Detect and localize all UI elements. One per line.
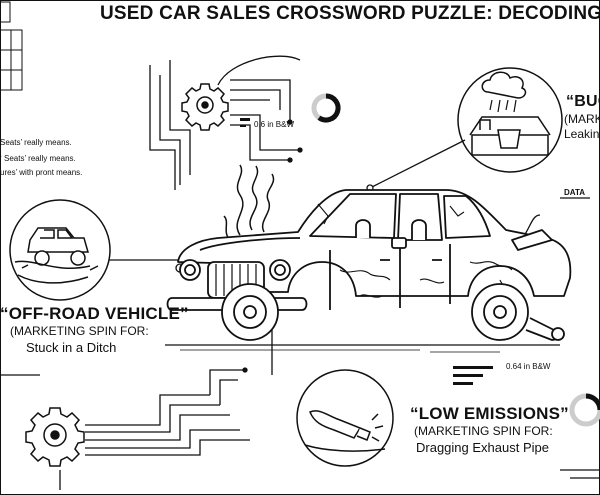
crossword-grid xyxy=(0,1,23,91)
offroad-spin-line: (MARKETING SPIN FOR: xyxy=(10,324,149,338)
left-note-1: Seats’ really means. xyxy=(0,138,72,147)
emissions-heading: “LOW EMISSIONS” xyxy=(410,404,569,423)
progress-ring-bottom xyxy=(569,393,600,427)
gear-icon xyxy=(181,83,229,131)
jeep-in-ditch-icon xyxy=(9,199,111,301)
circuit-lines-bottom xyxy=(0,367,250,490)
bottom-gauge-label: 0.64 in B&W xyxy=(506,362,551,371)
bucket-reality-line: Leakin xyxy=(564,127,600,141)
data-label: DATA xyxy=(564,188,586,197)
exhaust-pipe-icon xyxy=(296,369,394,467)
progress-ring-top xyxy=(311,93,341,123)
left-note-2: ‘ Seats’ really means. xyxy=(0,154,76,163)
rain-cloud-bucket-icon xyxy=(457,67,563,173)
emissions-reality-line: Dragging Exhaust Pipe xyxy=(416,440,549,455)
left-note-3: ures’ with pront means. xyxy=(0,168,83,177)
gear-icon-bottom xyxy=(25,407,85,467)
emissions-spin-line: (MARKETING SPIN FOR: xyxy=(414,424,553,438)
bucket-heading: “BUCK xyxy=(566,93,600,110)
top-gauge-label: 0.6 in B&W xyxy=(254,120,295,129)
page-title: USED CAR SALES CROSSWORD PUZZLE: DECODIN… xyxy=(100,3,600,24)
old-car-illustration xyxy=(166,164,572,341)
offroad-reality-line: Stuck in a Ditch xyxy=(26,340,117,355)
offroad-heading: “OFF-ROAD VEHICLE” xyxy=(0,304,189,323)
page-title-bar: USED CAR SALES CROSSWORD PUZZLE: DECODIN… xyxy=(0,0,600,34)
bucket-spin-line: (MARKE xyxy=(564,112,600,126)
